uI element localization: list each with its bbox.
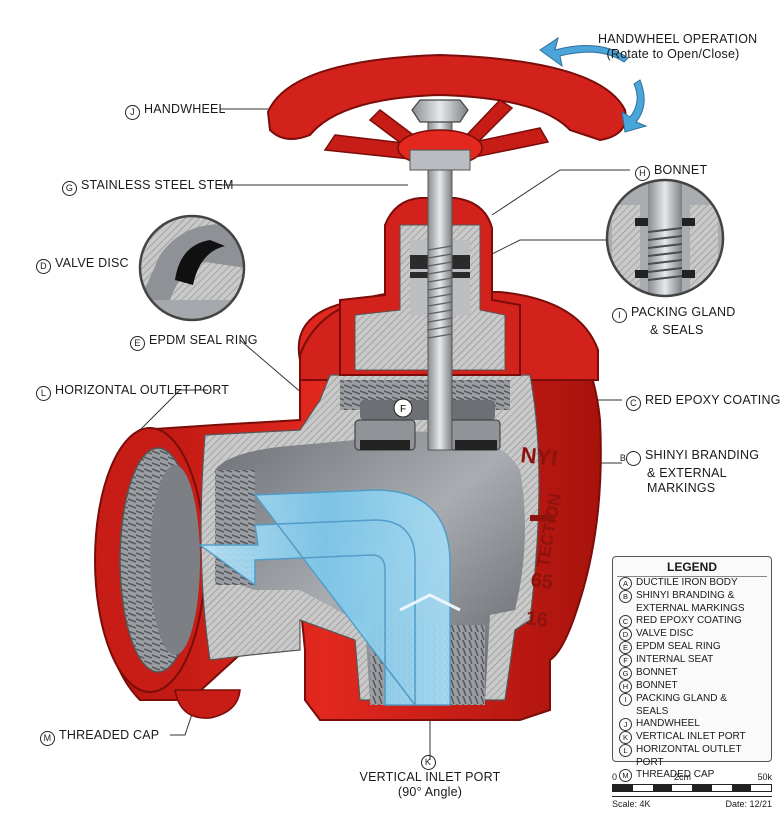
legend-title: LEGEND xyxy=(617,560,767,577)
legend-letter: F xyxy=(619,654,632,667)
legend-text: HANDWHEEL xyxy=(636,718,700,729)
legend-letter: E xyxy=(619,641,632,654)
handwheel-operation-label: HANDWHEEL OPERATION (Rotate to Open/Clos… xyxy=(598,32,758,61)
legend-item: D VALVE DISC xyxy=(613,628,771,641)
legend-item: F INTERNAL SEAT xyxy=(613,654,771,667)
cap-bump xyxy=(174,689,241,719)
scale-ruler xyxy=(612,784,772,792)
flow-arrow xyxy=(197,489,451,706)
letter-badge: H xyxy=(635,166,650,181)
legend-letter: D xyxy=(619,628,632,641)
legend-text: INTERNAL SEAT xyxy=(636,654,714,665)
legend-item: K VERTICAL INLET PORT xyxy=(613,731,771,744)
svg-text:F: F xyxy=(400,404,406,415)
svg-text:65: 65 xyxy=(529,569,554,594)
scale-mid: 2cm xyxy=(674,772,692,782)
scale-bar: 0 2cm 50k Scale: 4K Date: 12/21 xyxy=(612,772,772,811)
legend-text: PACKING GLAND & SEALS xyxy=(636,693,727,717)
letter-badge: D xyxy=(36,259,51,274)
legend-item: M THREADED CAP xyxy=(613,769,771,782)
legend-item: E EPDM SEAL RING xyxy=(613,641,771,654)
legend-text: DUCTILE IRON BODY xyxy=(636,577,738,588)
legend-letter: A xyxy=(619,577,632,590)
inlet-port-label: K VERTICAL INLET PORT (90° Angle) xyxy=(359,755,501,799)
seat-marker xyxy=(393,398,413,418)
legend-letter: H xyxy=(619,680,632,693)
legend-list: A DUCTILE IRON BODY B SHINYI BRANDING & EXT… xyxy=(613,577,771,782)
legend-letter: L xyxy=(619,744,632,757)
letter-badge: C xyxy=(626,396,641,411)
handwheel xyxy=(266,53,627,171)
legend-letter: I xyxy=(619,693,632,706)
letter-badge: B xyxy=(620,451,641,466)
legend-item: L HORIZONTAL OUTLET PORT xyxy=(613,744,771,769)
legend-item: A DUCTILE IRON BODY xyxy=(613,577,771,590)
legend-letter: M xyxy=(619,769,632,782)
letter-badge: G xyxy=(62,181,77,196)
date-text: Date: 12/21 xyxy=(725,799,772,809)
legend-item: G BONNET xyxy=(613,667,771,680)
legend-item: J HANDWHEEL xyxy=(613,718,771,731)
legend-item: H BONNET xyxy=(613,680,771,693)
legend-letter: B xyxy=(619,590,632,603)
letter-badge: I xyxy=(612,308,627,323)
legend-text: EPDM SEAL RING xyxy=(636,641,721,652)
svg-text:NYI: NYI xyxy=(519,442,558,471)
legend-item: I PACKING GLAND & SEALS xyxy=(613,693,771,718)
svg-text:16: 16 xyxy=(524,607,549,632)
detail-disc-seal xyxy=(138,214,246,322)
legend-text: RED EPOXY COATING xyxy=(636,615,742,626)
legend-letter: G xyxy=(619,667,632,680)
letter-badge: K xyxy=(420,755,436,770)
letter-badge: J xyxy=(125,105,140,120)
legend-item: B SHINYI BRANDING & EXTERNAL MARKINGS xyxy=(613,590,771,615)
legend-text: HORIZONTAL OUTLET PORT xyxy=(636,744,742,768)
scale-end: 50k xyxy=(757,772,772,782)
letter-badge: M xyxy=(40,731,55,746)
rotate-arrows xyxy=(539,36,648,133)
legend-text: THREADED CAP xyxy=(636,769,715,780)
legend-text: VERTICAL INLET PORT xyxy=(636,731,746,742)
legend-text: VALVE DISC xyxy=(636,628,694,639)
legend-letter: C xyxy=(619,615,632,628)
legend-box: LEGEND A DUCTILE IRON BODY B SHINYI BRANDIN… xyxy=(612,556,772,782)
legend-item: C RED EPOXY COATING xyxy=(613,615,771,628)
detail-packing xyxy=(605,178,725,298)
legend-letter: K xyxy=(619,731,632,744)
legend-text: SHINYI BRANDING & EXTERNAL MARKINGS xyxy=(636,590,745,614)
scale-text: Scale: 4K xyxy=(612,799,651,809)
legend-text: BONNET xyxy=(636,680,678,691)
scale-zero: 0 xyxy=(612,772,618,782)
letter-badge: E xyxy=(130,336,145,351)
legend-letter: J xyxy=(619,718,632,731)
stem xyxy=(427,119,453,451)
letter-badge: L xyxy=(36,386,51,401)
legend-text: BONNET xyxy=(636,667,678,678)
